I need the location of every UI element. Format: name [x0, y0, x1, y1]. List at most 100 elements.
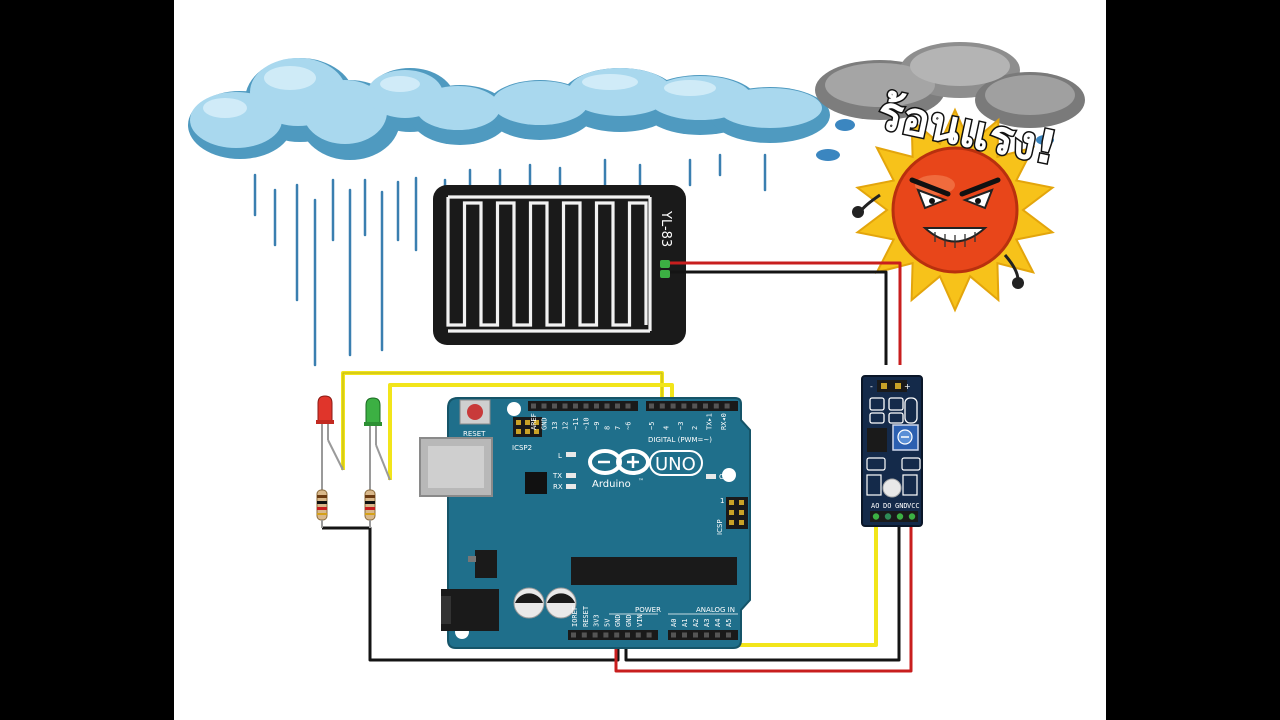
icsp-pin [739, 500, 744, 505]
header-pin [604, 403, 610, 409]
pin-label: ~5 [648, 422, 656, 430]
pin-label: ~10 [583, 417, 591, 430]
l-led-label: L [558, 452, 562, 460]
pin-label: GND [614, 614, 622, 627]
icsp-pin [516, 429, 521, 434]
wire-plate-black [670, 270, 888, 365]
header-pin [552, 403, 557, 409]
icsp-pin [516, 420, 521, 425]
wire-plate-red [670, 261, 902, 365]
model-label: UNO [655, 454, 696, 475]
header-pin [531, 403, 536, 409]
svg-text:-: - [870, 382, 873, 391]
pin-label: AREF [530, 413, 538, 430]
pin-label: GND [625, 614, 633, 627]
pin-label: A1 [681, 619, 689, 627]
header-pin [693, 632, 698, 638]
pin-label: TX▸1 [706, 413, 714, 430]
pin-label: RESET [582, 605, 590, 627]
header-pin [670, 403, 676, 409]
header-pin [649, 403, 654, 409]
power-header [568, 630, 658, 640]
wire-sensor-vcc [614, 515, 913, 673]
pin-label: 13 [551, 422, 559, 430]
rain-sensor-plate: YL-83 [433, 185, 686, 345]
wires [322, 261, 913, 673]
header-pin [659, 403, 665, 409]
header-pin [614, 632, 620, 638]
angry-sun-icon [852, 107, 1055, 313]
module-pin [908, 513, 916, 520]
pin-label: 4 [662, 426, 670, 430]
header-pin [704, 632, 709, 638]
digital-label: DIGITAL (PWM=~) [648, 436, 712, 444]
module-pin-label: VCC [907, 502, 920, 510]
atmega-chip [571, 557, 737, 585]
pin-label: 5V [603, 618, 611, 627]
svg-text:+: + [904, 382, 911, 391]
pin-label: 2 [691, 426, 699, 430]
brand-label: Arduino [592, 479, 631, 490]
header-pin [625, 632, 630, 638]
header-pin [581, 632, 587, 638]
arduino-infinity-logo [588, 449, 650, 475]
header-pin [592, 632, 598, 638]
pin-label: VIN [636, 614, 644, 627]
header-pin [646, 632, 652, 638]
led-red [316, 395, 344, 490]
arduino-uno-board: RESET ICSP2 L TX RX ON UNO Arduino ™ ARE… [419, 397, 751, 649]
pin-label: A4 [714, 619, 722, 627]
pin-label: ~6 [625, 422, 633, 430]
module-pin-label: DO [883, 502, 891, 510]
icsp-pin [525, 429, 530, 434]
header-pin [724, 403, 730, 409]
wire-led-red-signal [341, 371, 664, 470]
header-pin [603, 632, 609, 638]
icsp-pin [729, 520, 734, 525]
icsp-pin [534, 420, 539, 425]
brand-tm: ™ [638, 478, 644, 485]
pin-label: IOREF [571, 606, 579, 627]
pin-label: RX◂0 [720, 413, 728, 430]
header-pin [573, 403, 578, 409]
header-pin [692, 403, 698, 409]
icsp2-label: ICSP2 [512, 444, 532, 452]
rx-led-label: RX [553, 483, 563, 491]
icsp2-header [513, 417, 542, 437]
header-pin [671, 632, 676, 638]
header-pin [713, 403, 719, 409]
icsp-pin1-label: 1 [720, 497, 724, 505]
icsp-header [726, 497, 748, 529]
pin-label: A5 [725, 619, 733, 627]
header-pin [583, 403, 589, 409]
icsp-pin [739, 520, 744, 525]
pin-label: A0 [670, 619, 678, 627]
module-pin [872, 513, 880, 520]
plate-label: YL-83 [658, 210, 673, 247]
rain-cloud [188, 58, 830, 367]
pin-label: ~9 [593, 422, 601, 430]
pin-label: GND [541, 417, 549, 430]
header-pin [541, 403, 547, 409]
reset-label: RESET [463, 430, 486, 438]
pin-label: 8 [604, 426, 612, 430]
icsp-pin [534, 429, 539, 434]
icsp-pin [525, 420, 530, 425]
wire-led-green-signal [388, 383, 674, 480]
header-pin [625, 403, 631, 409]
header-pin [681, 403, 687, 409]
resistor-green-led [364, 489, 376, 528]
header-pin [726, 632, 731, 638]
module-pin-label: GND [895, 502, 908, 510]
wire-led-red-signal-edge [342, 372, 663, 470]
module-pin-label: AO [871, 502, 879, 510]
header-pin [594, 403, 599, 409]
wire-led-ground [322, 526, 620, 662]
on-led-label: ON [719, 473, 730, 481]
pin-label: A3 [703, 619, 711, 627]
header-pin [682, 632, 687, 638]
pin-label: A2 [692, 619, 700, 627]
header-pin [615, 403, 620, 409]
pin-label: ~11 [572, 417, 580, 430]
analog-label: ANALOG IN [696, 606, 735, 614]
